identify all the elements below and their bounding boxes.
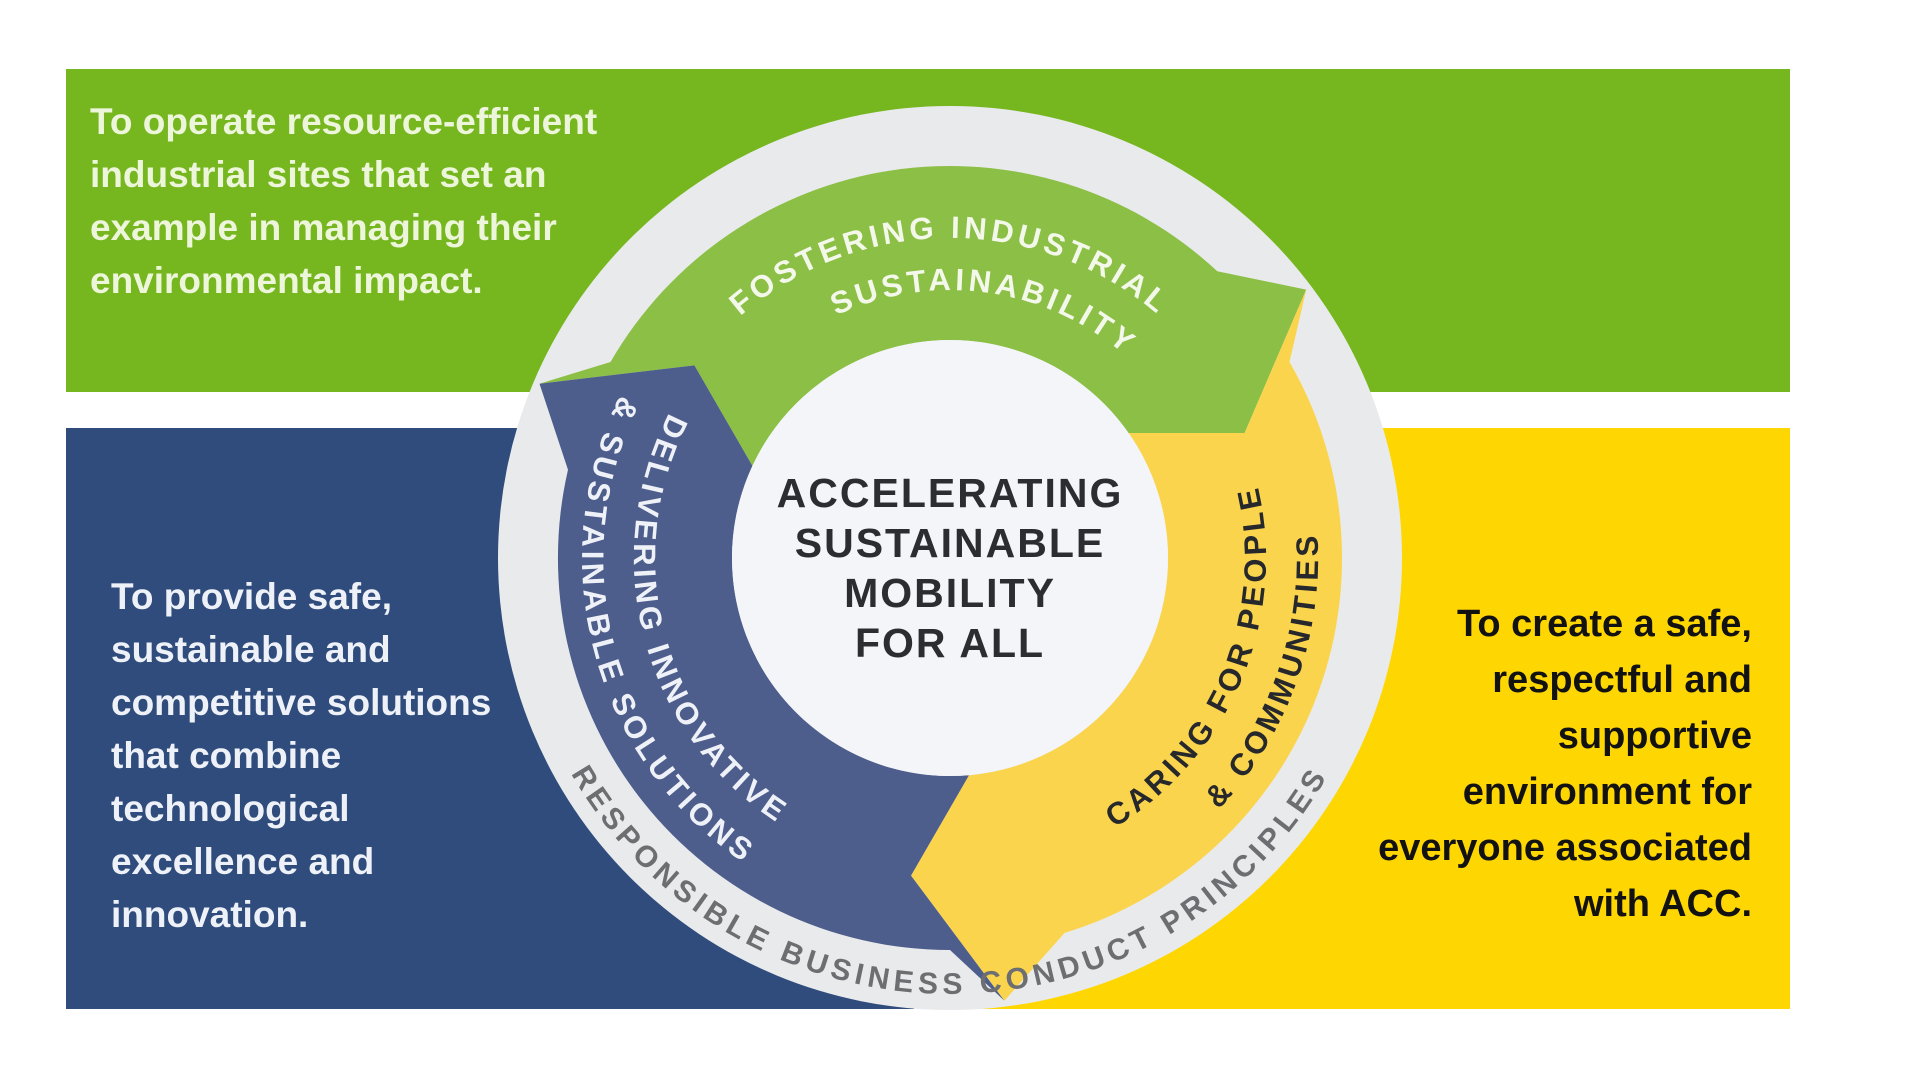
segment-fostering-industrial-sustainability (539, 166, 1307, 466)
mission-text-solutions: To provide safe, sustainable and competi… (111, 576, 492, 935)
mission-text-people: To create a safe, respectful and support… (1378, 603, 1752, 925)
mission-text-environment: To operate resource-efficient industrial… (90, 101, 598, 301)
hub-text-line1: ACCELERATING (777, 470, 1124, 516)
hub-text-line4: FOR ALL (855, 620, 1045, 666)
segment-caring-for-people (911, 289, 1343, 1001)
wheel-hub-circle (732, 340, 1168, 776)
hub-text-line2: SUSTAINABLE (795, 520, 1106, 566)
segment-delivering-solutions (539, 365, 1005, 1001)
hub-text-line3: MOBILITY (844, 570, 1056, 616)
